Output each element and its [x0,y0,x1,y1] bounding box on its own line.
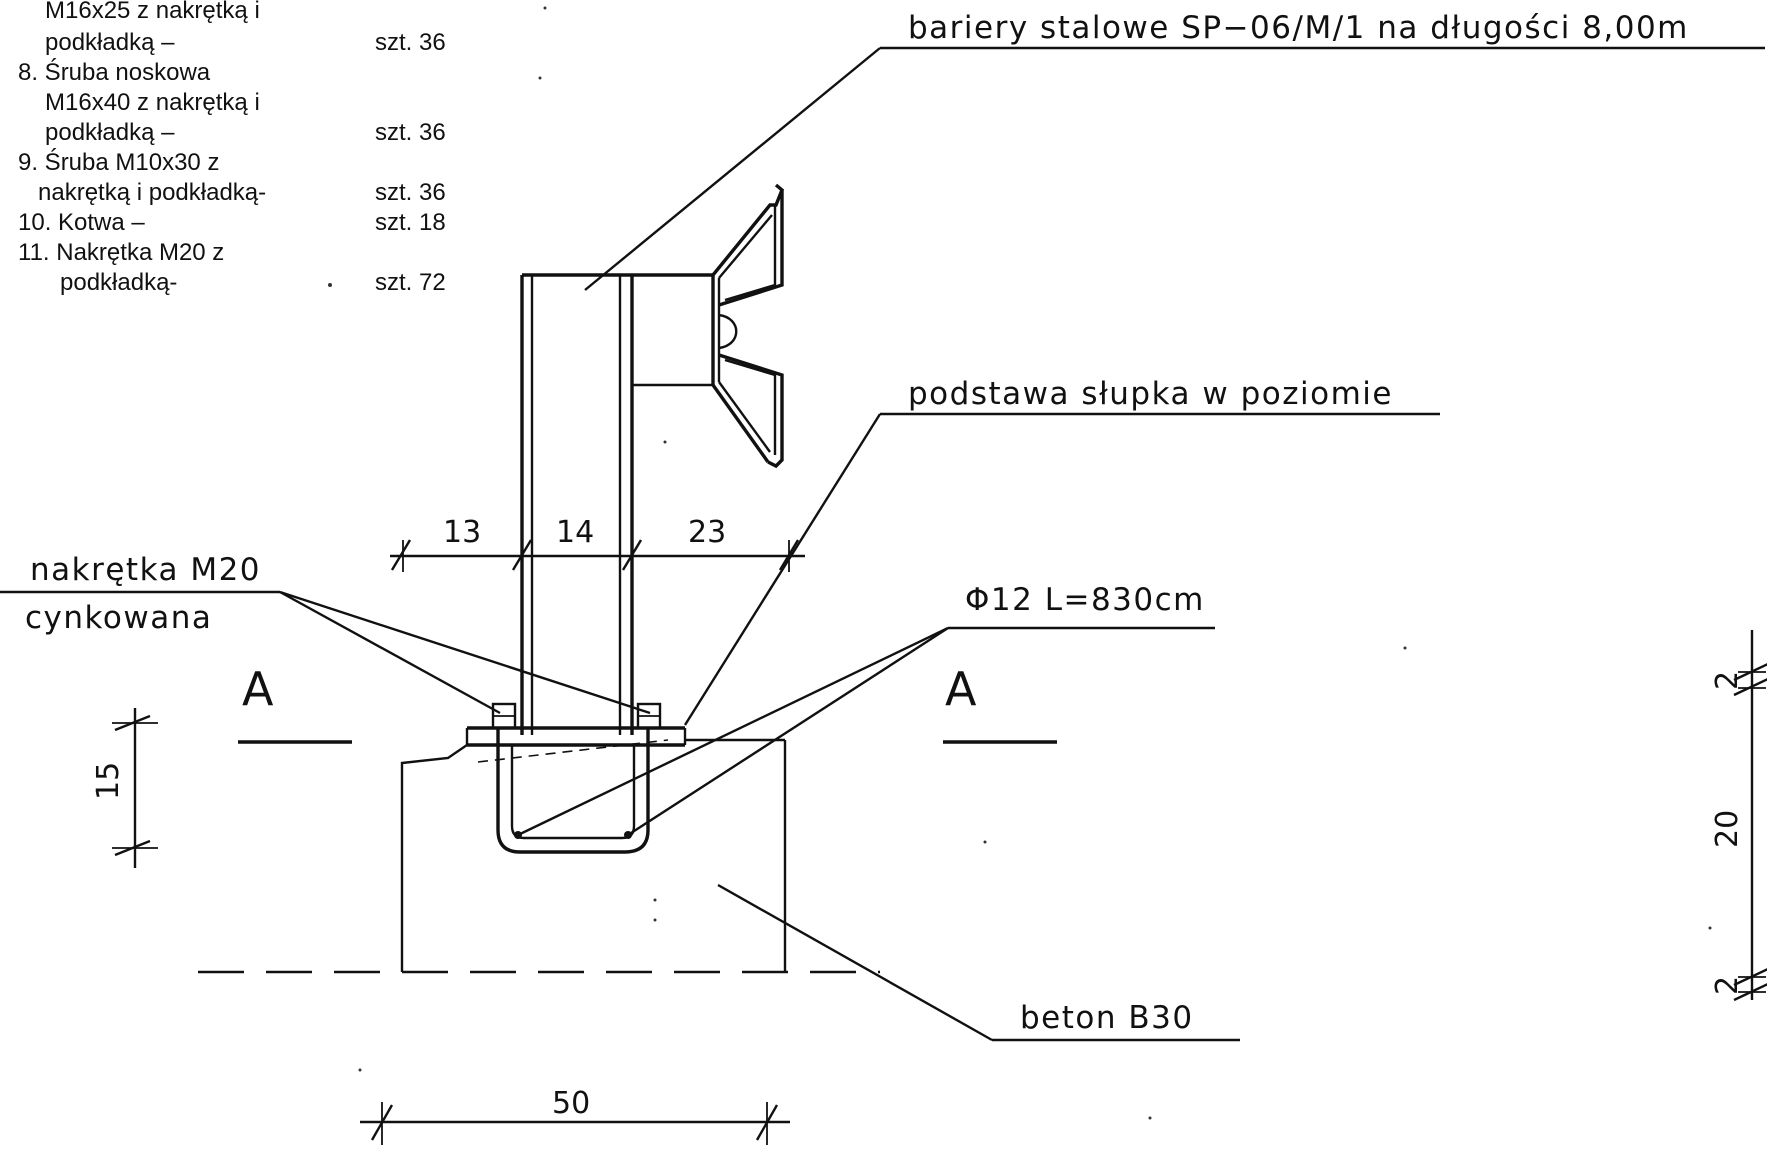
top-dimension-chain: 13 14 23 [390,515,805,572]
dim-top-23: 23 [688,515,726,550]
right-dimension-chain: 2 20 2 [1710,630,1767,1002]
rail-upper-flange-inner [718,214,773,279]
concrete-callout: beton B30 [717,883,1240,1042]
right-dim-tick-2 [1733,678,1767,697]
nut-leader-left [279,590,501,715]
speck [328,283,332,287]
speck [983,840,987,844]
dim-right-20: 20 [1710,810,1745,848]
rail-bolt-head [718,313,738,350]
base-level-leader [683,413,882,726]
part-11-line-1: 11. Nakrętka M20 z [18,239,224,266]
rebar-label: Φ12 L=830cm [965,582,1205,618]
dim-top-14: 14 [556,515,594,550]
part-7-qty: szt. 36 [375,29,446,56]
anchor-u-outer [496,728,650,854]
rebar-leader-left [517,626,949,837]
part-11-line-2: podkładką- [60,269,177,296]
concrete-foundation [198,738,880,974]
scan-specks [328,6,1712,1120]
speck [653,918,657,922]
dim-bottom-50: 50 [552,1086,590,1121]
part-10-qty: szt. 18 [375,209,446,236]
barrier-label: bariery stalowe SP−06/M/1 na długości 8,… [908,10,1689,46]
parts-list: M16x25 z nakrętką i podkładką – szt. 36 … [18,0,446,296]
speck [1403,646,1407,650]
part-8-line-1: 8. Śruba noskowa [18,58,211,86]
part-7-line-1: M16x25 z nakrętką i [45,0,260,24]
anchor-u-inner [510,745,636,840]
dim-right-2-top: 2 [1710,671,1745,690]
nut-label-2: cynkowana [25,600,212,636]
speck [543,6,547,10]
nut-callout: nakrętka M20 cynkowana [0,552,651,715]
rail-lower-wave-inner [724,358,777,455]
foundation-left-edge [400,744,468,972]
rebar-callout: Φ12 L=830cm [514,582,1215,839]
dim-right-2-bottom: 2 [1710,976,1745,995]
section-mark-right: A [945,662,977,716]
steel-post [520,273,713,735]
part-8-line-3: podkładką – [45,119,175,146]
rail-upper-wave [718,190,784,307]
nut-leader-right [279,590,651,715]
part-9-qty: szt. 36 [375,179,446,206]
part-8-qty: szt. 36 [375,119,446,146]
speck [538,76,542,80]
speck [663,440,667,444]
left-dimension: 15 [91,708,158,868]
speck [358,1068,362,1072]
rail-lower-flange-inner [718,381,771,453]
base-level-callout: podstawa słupka w poziomie [683,376,1440,726]
concrete-label: beton B30 [1020,1000,1194,1036]
dim-top-13: 13 [443,515,481,550]
part-10-line-1: 10. Kotwa – [18,209,145,236]
dim-left-15: 15 [91,762,126,800]
speck [653,898,657,902]
rail-lower-flange [711,384,770,463]
top-dim-tick-1 [390,539,412,571]
base-assembly [465,702,687,854]
guardrail-profile [711,183,785,469]
base-level-label: podstawa słupka w poziomie [908,376,1393,412]
rebar-leader-right [627,626,949,837]
speck [1148,1116,1152,1120]
speck [1708,926,1712,930]
rail-lower-wave [718,353,784,469]
rail-upper-wave-inner [724,205,777,302]
rail-upper-flange [711,183,785,277]
part-7-line-2: podkładką – [45,29,175,56]
part-11-qty: szt. 72 [375,269,446,296]
bottom-dimension: 50 [360,1086,790,1145]
part-9-line-1: 9. Śruba M10x30 z [18,148,219,176]
anchor-centre-line [477,739,669,763]
top-dim-tick-3 [621,539,643,571]
section-marks: A A [238,662,1057,744]
concrete-leader [717,883,993,1042]
barrier-leader [584,47,881,291]
section-mark-left: A [242,662,274,716]
part-9-line-2: nakrętką i podkładką- [38,179,266,206]
barrier-callout: bariery stalowe SP−06/M/1 na długości 8,… [584,10,1765,291]
part-8-line-2: M16x40 z nakrętką i [45,89,260,116]
top-dim-tick-2 [511,539,533,571]
nut-label: nakrętka M20 [30,552,261,588]
